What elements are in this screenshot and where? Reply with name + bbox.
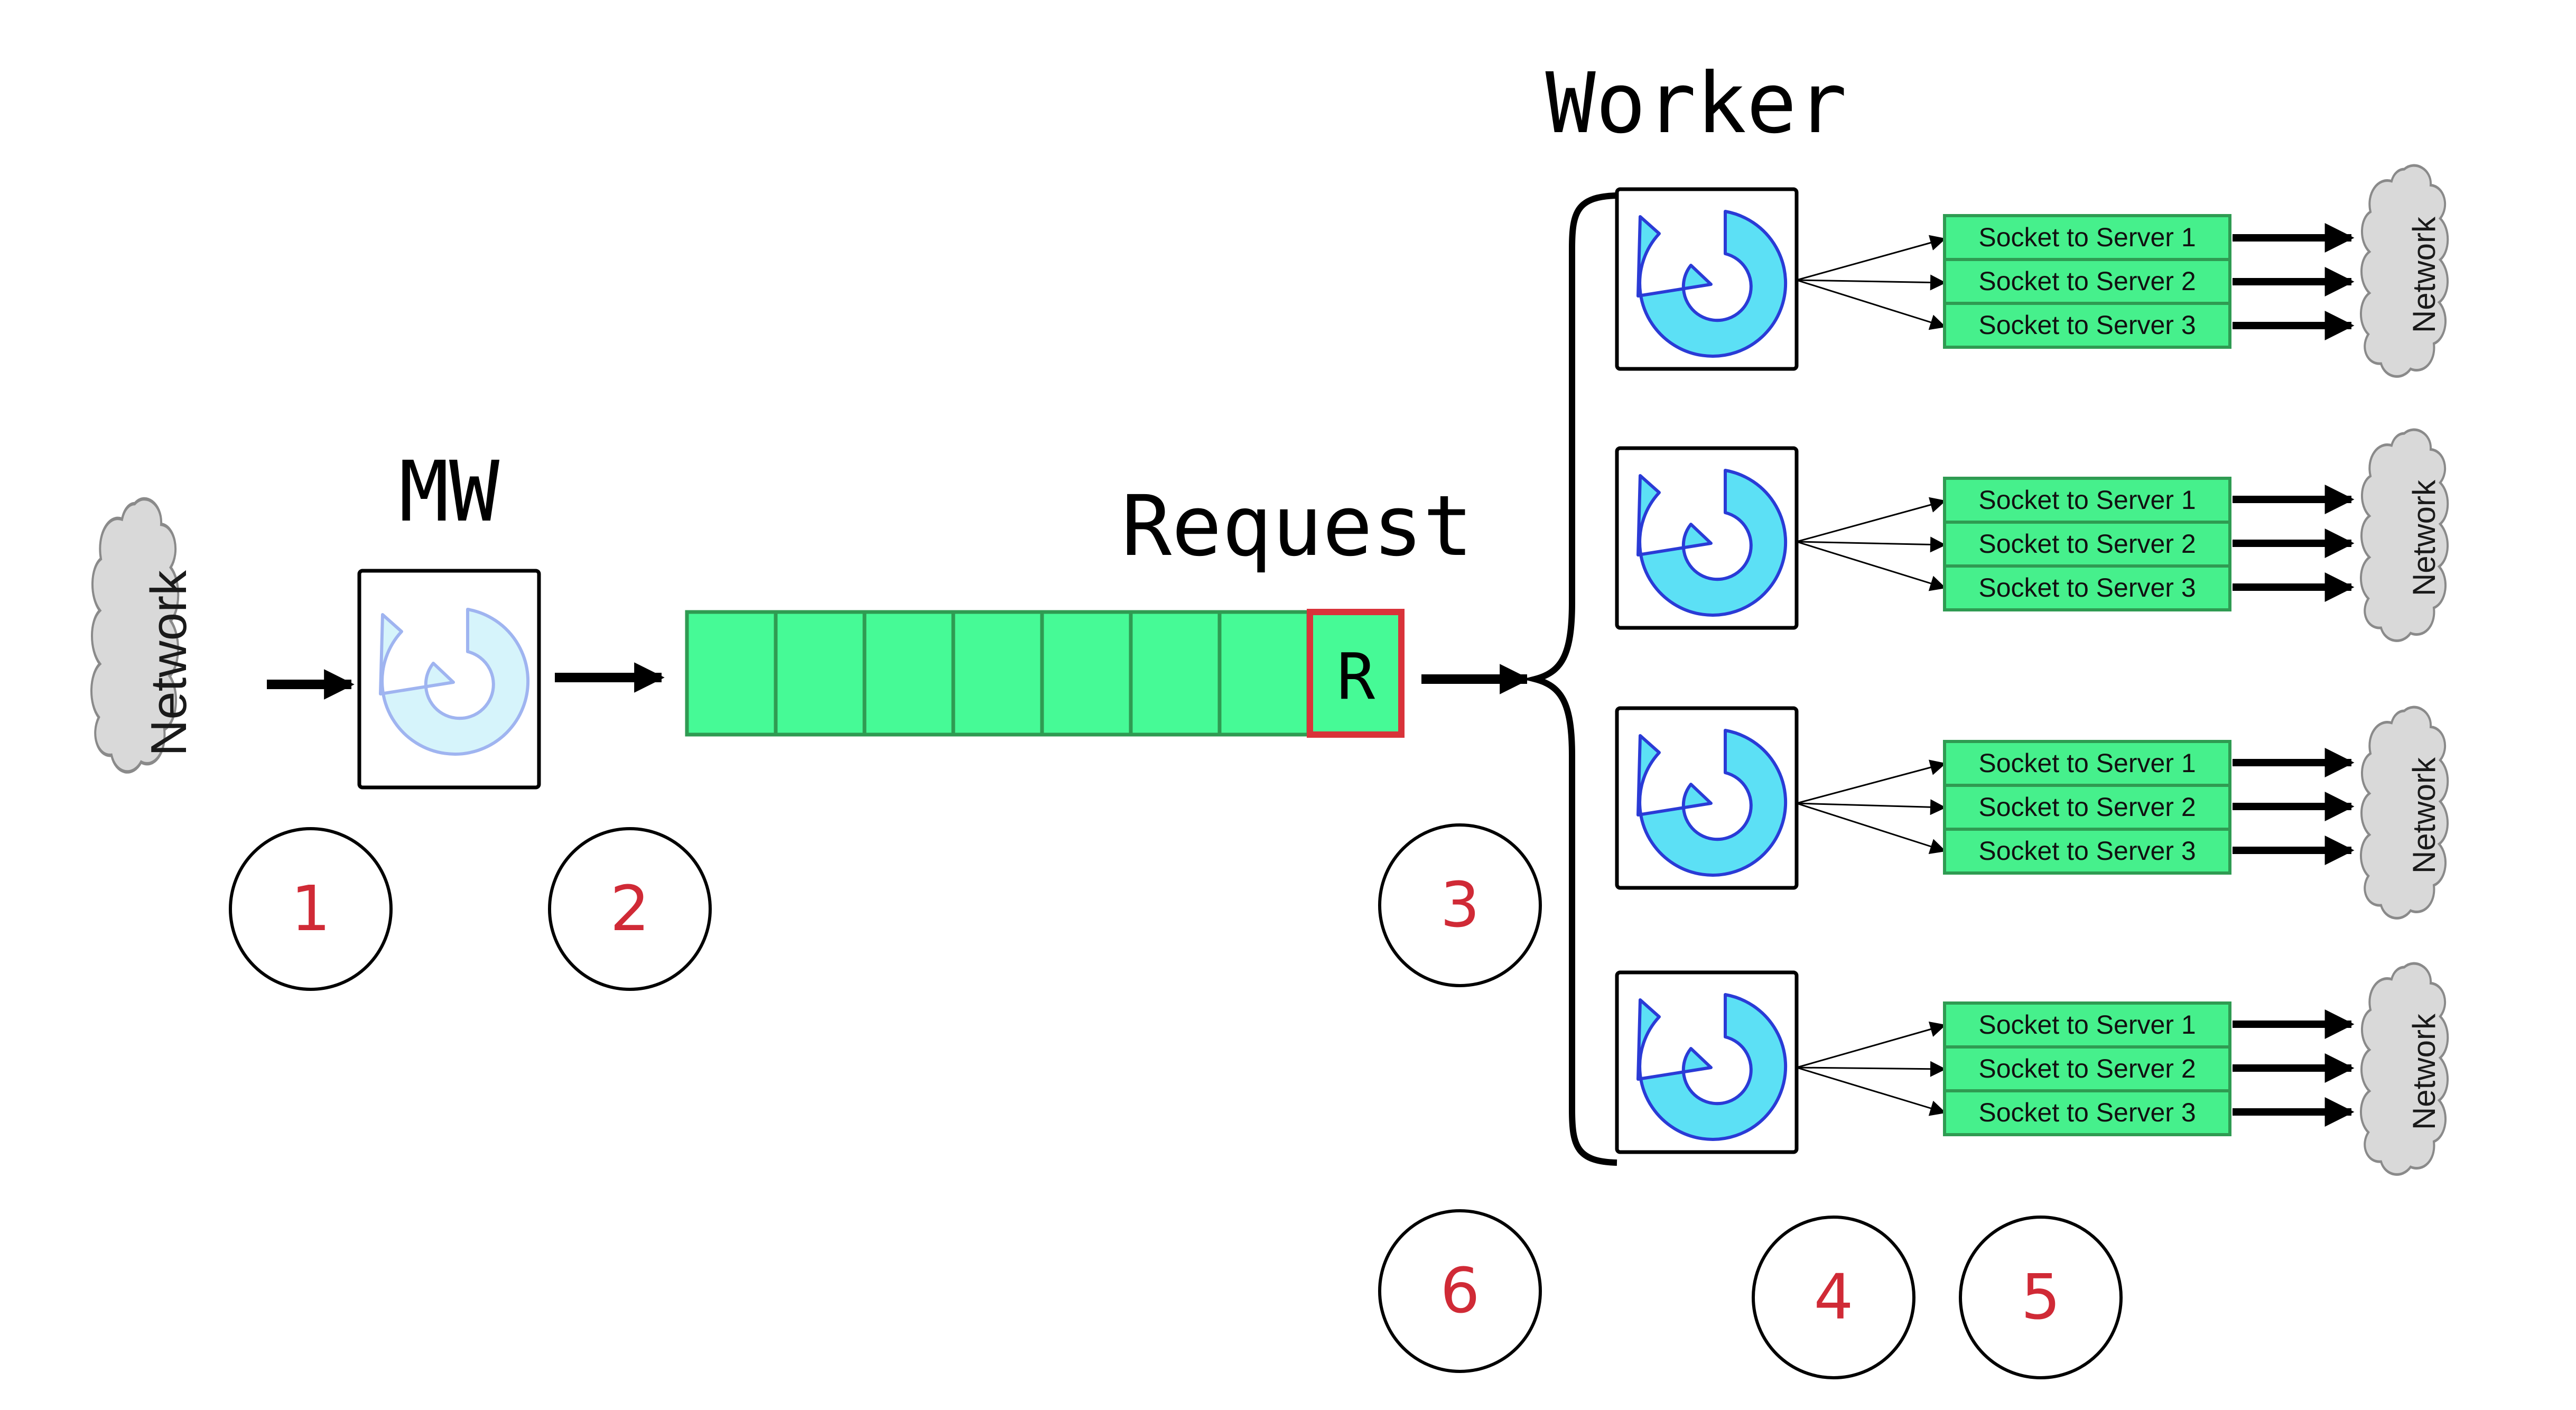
- socket-server-3: [1943, 564, 2231, 611]
- svg-text:1: 1: [291, 872, 330, 945]
- socket-label: Socket to Server 3: [1978, 1098, 2196, 1127]
- arrow-right-icon: [1796, 802, 1946, 855]
- socket-server-3: [1943, 1089, 2231, 1136]
- socket-group: Socket to Server 1 Socket to Server 2 So…: [1943, 214, 2231, 349]
- network-label: Network: [141, 570, 197, 756]
- arrow-right-icon: [1796, 799, 1946, 815]
- socket-label: Socket to Server 2: [1978, 1054, 2196, 1083]
- mw-title: MW: [399, 443, 500, 541]
- socket-group: Socket to Server 1 Socket to Server 2 So…: [1943, 1001, 2231, 1136]
- socket-server-1: [1943, 740, 2231, 787]
- svg-text:3: 3: [1440, 868, 1480, 941]
- socket-label: Socket to Server 2: [1978, 266, 2196, 296]
- socket-server-2: [1943, 1045, 2231, 1092]
- step-marker-2: 2: [548, 827, 712, 991]
- socket-label: Socket to Server 1: [1978, 748, 2196, 778]
- step-marker-6: 6: [1378, 1209, 1542, 1373]
- network-label: Network: [2406, 479, 2442, 596]
- socket-server-3: [1943, 828, 2231, 875]
- worker-row-1: Socket to Server 1 Socket to Server 2 So…: [1615, 165, 2448, 376]
- arrow-right-icon: [1796, 1021, 1946, 1069]
- socket-server-2: [1943, 521, 2231, 568]
- arrow-right-icon: [1796, 1061, 1946, 1077]
- arrow-right-icon: [1796, 235, 1946, 281]
- network-label: Network: [2406, 216, 2442, 333]
- socket-label: Socket to Server 1: [1978, 1010, 2196, 1040]
- socket-label: Socket to Server 3: [1978, 573, 2196, 602]
- arrow-right-icon: [1796, 274, 1946, 291]
- socket-label: Socket to Server 2: [1978, 792, 2196, 822]
- step-marker-4: 4: [1752, 1216, 1915, 1379]
- socket-server-2: [1943, 784, 2231, 831]
- worker-row-3: Socket to Server 1 Socket to Server 2 So…: [1615, 707, 2448, 918]
- step-marker-1: 1: [229, 827, 393, 991]
- worker-row-2: Socket to Server 1 Socket to Server 2 So…: [1615, 430, 2448, 641]
- arrow-right-icon: [1796, 541, 1946, 591]
- step-marker-5: 5: [1959, 1216, 2123, 1379]
- socket-server-1: [1943, 477, 2231, 524]
- request-queue: [685, 609, 1405, 738]
- svg-text:2: 2: [610, 872, 649, 945]
- socket-label: Socket to Server 1: [1978, 222, 2196, 252]
- socket-group: Socket to Server 1 Socket to Server 2 So…: [1943, 740, 2231, 875]
- curly-brace-icon: [1522, 192, 1617, 1166]
- svg-text:6: 6: [1440, 1254, 1480, 1327]
- socket-label: Socket to Server 1: [1978, 485, 2196, 515]
- arrow-right-icon: [1796, 279, 1946, 330]
- step-marker-3: 3: [1378, 823, 1542, 987]
- worker-row-4: Socket to Server 1 Socket to Server 2 So…: [1615, 963, 2448, 1174]
- socket-label: Socket to Server 2: [1978, 529, 2196, 559]
- arrow-right-icon: [1796, 1066, 1946, 1116]
- socket-label: Socket to Server 3: [1978, 310, 2196, 340]
- network-label: Network: [2406, 1013, 2442, 1130]
- svg-text:5: 5: [2021, 1260, 2060, 1333]
- socket-group: Socket to Server 1 Socket to Server 2 So…: [1943, 477, 2231, 611]
- socket-label: Socket to Server 3: [1978, 836, 2196, 866]
- arrow-right-icon: [1796, 759, 1946, 804]
- queue-item-label: R: [1337, 641, 1375, 714]
- request-title: Request: [1121, 478, 1473, 575]
- arrow-right-icon: [1796, 497, 1946, 543]
- svg-text:4: 4: [1814, 1260, 1853, 1333]
- socket-server-3: [1943, 302, 2231, 349]
- worker-title: Worker: [1546, 55, 1847, 152]
- network-label: Network: [2406, 757, 2442, 874]
- socket-server-1: [1943, 1001, 2231, 1049]
- queue-head-cell: [1307, 609, 1405, 738]
- arrow-right-icon: [1796, 536, 1946, 553]
